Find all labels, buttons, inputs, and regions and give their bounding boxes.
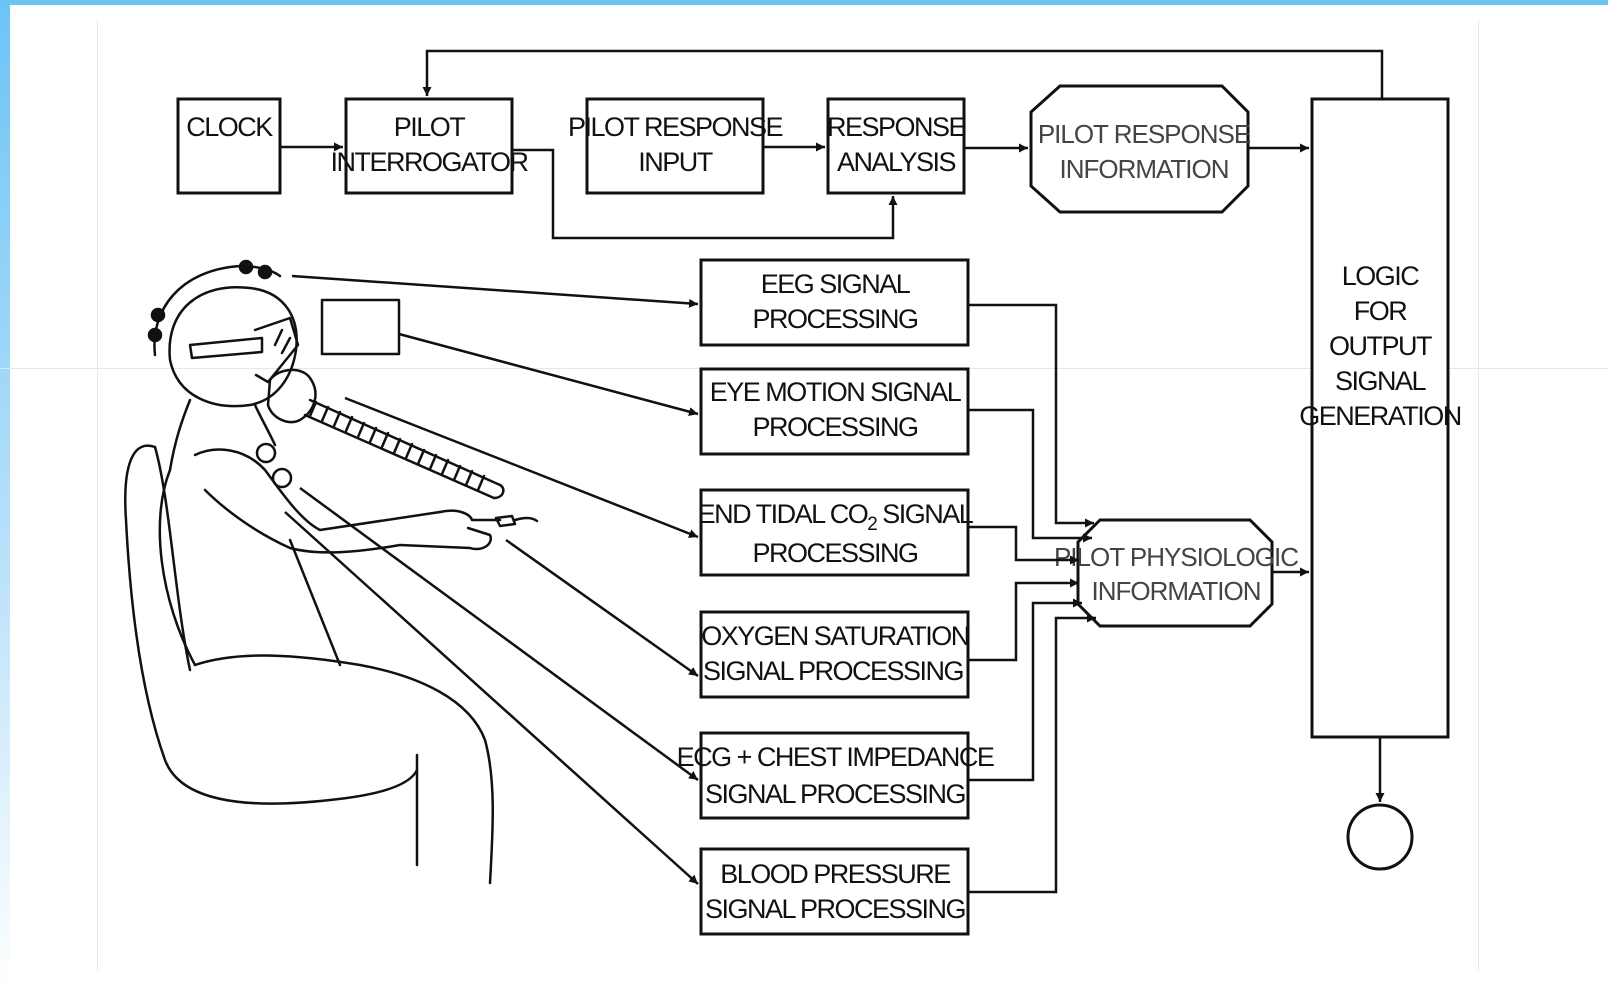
oxygen-to-physiologic-arrow [968,583,1079,660]
eeg-electrode-2 [259,266,271,278]
logic-label-4: SIGNAL [1335,366,1427,396]
pilot-response-information-octagon: PILOT RESPONSE INFORMATION [1031,86,1251,212]
oxygen-label-2: SIGNAL PROCESSING [703,656,963,686]
eeg-processing-box: EEG SIGNAL PROCESSING [701,260,968,345]
ecg-label-2: SIGNAL PROCESSING [705,779,965,809]
response-analysis-box: RESPONSE ANALYSIS [827,99,966,193]
logic-label-2: FOR [1354,296,1407,326]
clock-label: CLOCK [186,112,273,142]
pilot-physiologic-label-2: INFORMATION [1091,576,1260,606]
blood-pressure-label-2: SIGNAL PROCESSING [705,894,965,924]
hand [440,511,500,549]
oxygen-mask [268,370,315,422]
seat-back [125,446,417,804]
clock-box: CLOCK [178,99,280,193]
upper-arm [195,450,440,530]
co2-sensor-line [345,398,698,537]
pilot-interrogator-box: PILOT INTERROGATOR [330,99,528,193]
neck-back [170,400,190,470]
eeg-label-2: PROCESSING [752,304,917,334]
logic-output-box: LOGIC FOR OUTPUT SIGNAL GENERATION [1299,99,1461,737]
helmet-visor-band [190,338,262,358]
blood-pressure-label-1: BLOOD PRESSURE [720,859,950,889]
pilot-physiologic-information-octagon: PILOT PHYSIOLOGIC INFORMATION [1054,520,1298,626]
helmet [170,287,297,406]
response-analysis-label-1: RESPONSE [827,112,966,142]
logic-label-1: LOGIC [1342,261,1420,291]
finger-sensor [496,516,537,526]
pilot-response-input-label-1: PILOT RESPONSE [568,112,783,142]
oxygen-sensor-line [506,540,698,676]
end-tidal-co2-processing-box: END TIDAL CO2 SIGNAL PROCESSING [698,490,974,575]
pilot-interrogator-label-1: PILOT [394,112,466,142]
logic-label-5: GENERATION [1299,401,1461,431]
feedback-to-interrogator-arrow [427,51,1382,99]
eye-sensor-line [399,334,698,414]
eye-motion-processing-box: EYE MOTION SIGNAL PROCESSING [701,369,968,454]
ecg-chest-impedance-processing-box: ECG + CHEST IMPEDANCE SIGNAL PROCESSING [677,733,994,818]
hose-ribs [310,402,484,490]
end-tidal-label-2: PROCESSING [752,538,917,568]
pilot-response-input-box: PILOT RESPONSE INPUT [568,99,783,193]
chest-sensor-1 [257,444,275,462]
response-analysis-label-2: ANALYSIS [837,147,956,177]
pilot-physiologic-label-1: PILOT PHYSIOLOGIC [1054,542,1298,572]
oxygen-saturation-processing-box: OXYGEN SATURATION SIGNAL PROCESSING [701,612,969,697]
eeg-electrode-4 [149,329,161,341]
hose-end [494,485,503,498]
thigh-knee [195,656,493,883]
pilot-response-information-label-2: INFORMATION [1059,154,1228,184]
eye-motion-label-1: EYE MOTION SIGNAL [710,377,962,407]
eeg-electrode-3 [152,309,164,321]
ecg-label-1: ECG + CHEST IMPEDANCE [677,742,994,772]
blood-pressure-processing-box: BLOOD PRESSURE SIGNAL PROCESSING [701,849,968,934]
pilot-interrogator-label-2: INTERROGATOR [330,147,528,177]
shield-glare [275,330,290,353]
eye-to-physiologic-arrow [968,410,1092,538]
eye-motion-label-2: PROCESSING [752,412,917,442]
oxygen-label-1: OXYGEN SATURATION [701,621,969,651]
pilot-response-input-label-2: INPUT [638,147,713,177]
output-terminal-circle [1348,805,1412,869]
eeg-electrode-1 [240,261,252,273]
eeg-to-physiologic-arrow [968,305,1094,523]
pilot-response-information-label-1: PILOT RESPONSE [1038,119,1251,149]
torso-front [290,540,340,665]
eeg-label-1: EEG SIGNAL [761,269,911,299]
eye-tracker-device [322,300,399,354]
forearm [205,490,470,552]
logic-label-3: OUTPUT [1329,331,1432,361]
